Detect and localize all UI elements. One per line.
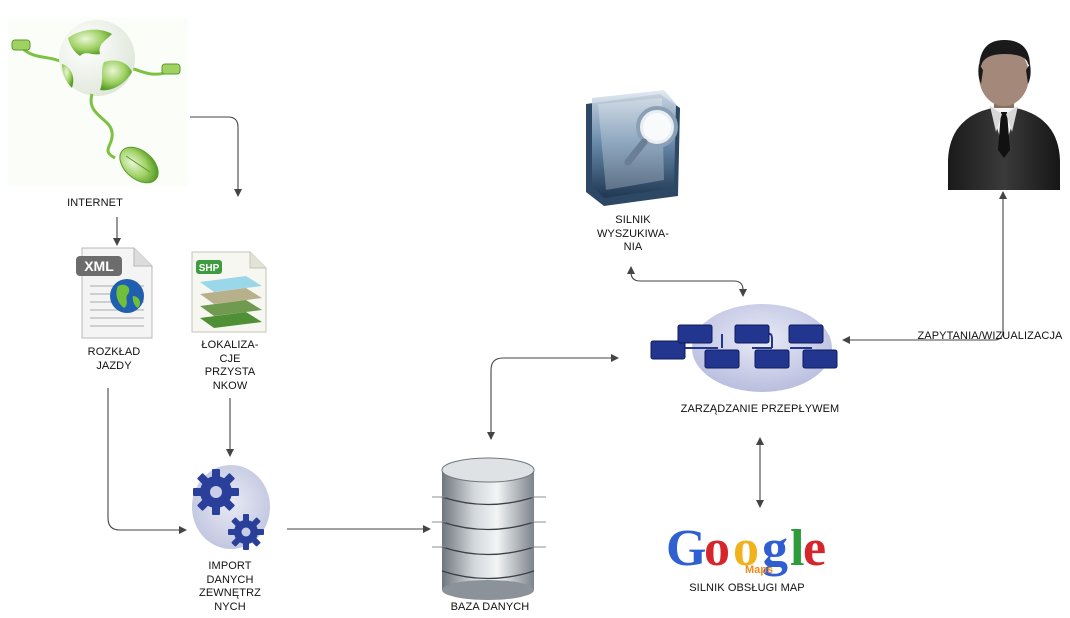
gears-icon — [192, 465, 270, 550]
stops-label-line: ŁOKALIZA- — [201, 339, 259, 351]
maps-label-line: SILNIK OBSŁUGI MAP — [689, 582, 805, 594]
maps-sub-label: Maps — [745, 564, 773, 576]
workflow-label: ZARZĄDZANIE PRZEPŁYWEM — [650, 403, 870, 417]
stops-label-line: PRZYSTA — [204, 366, 256, 378]
workflow-label-line: ZARZĄDZANIE PRZEPŁYWEM — [680, 403, 840, 415]
search-label-line: SILNIK — [615, 214, 651, 226]
user-avatar-icon — [948, 40, 1060, 190]
stops-label-line: CJE — [219, 352, 241, 365]
timetable-label-line: ROZKŁAD — [87, 346, 141, 358]
import-label-line: NYCH — [214, 600, 246, 613]
internet-label: INTERNET — [62, 197, 128, 211]
edge-database-workflow — [487, 354, 619, 440]
google-maps-logo: G o o g l e Maps — [666, 520, 826, 577]
workflow-icon — [650, 304, 838, 392]
edge-search-workflow — [627, 266, 747, 297]
svg-text:o: o — [704, 520, 730, 577]
globe-mouse-icon — [8, 18, 188, 186]
import-label-line: DANYCH — [206, 573, 254, 586]
svg-text:o: o — [733, 520, 759, 577]
svg-text:G: G — [666, 520, 706, 577]
svg-text:l: l — [790, 520, 804, 577]
stops-label-line: NKOW — [212, 379, 248, 392]
shp-file-icon: SHP — [191, 251, 267, 333]
edge-timetable-to-import — [107, 388, 187, 534]
search-label-line: WYSZUKIWA- — [596, 227, 670, 240]
edge-internet-to-stops — [190, 116, 242, 197]
search-label-line: NIA — [623, 241, 643, 253]
import-label-line: ZEWNĘTRZ — [199, 587, 261, 599]
xml-file-icon: XML — [76, 247, 153, 339]
edge-queries-workflow — [842, 191, 1007, 344]
search-engine-icon — [586, 90, 680, 206]
maps-label: SILNIK OBSŁUGI MAP — [672, 582, 822, 596]
database-icon — [432, 457, 546, 600]
svg-text:e: e — [803, 520, 826, 577]
database-label: BAZA DANYCH — [436, 601, 544, 615]
svg-text:g: g — [762, 520, 788, 577]
database-label-line: BAZA DANYCH — [450, 601, 530, 613]
xml-badge: XML — [84, 258, 114, 274]
connectors — [107, 116, 1007, 534]
internet-label-line: INTERNET — [67, 197, 123, 209]
shp-badge: SHP — [199, 263, 220, 274]
import-label-line: IMPORT — [208, 560, 252, 572]
queries-edge-label: ZAPYTANIA/WIZUALIZACJA — [917, 330, 1063, 342]
timetable-label-line: JAZDY — [96, 359, 132, 372]
